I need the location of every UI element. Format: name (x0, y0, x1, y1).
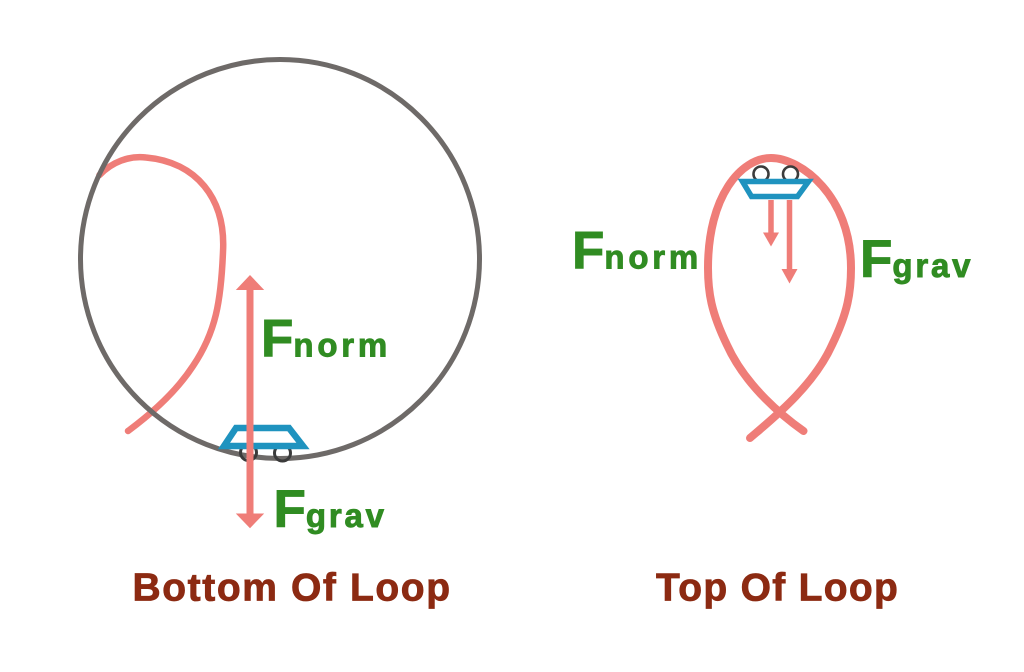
svg-text:Fgrav: Fgrav (274, 480, 387, 539)
svg-text:Bottom Of Loop: Bottom Of Loop (133, 567, 452, 610)
svg-text:Fnorm: Fnorm (572, 222, 702, 281)
svg-text:Fgrav: Fgrav (860, 230, 973, 289)
svg-text:Top Of Loop: Top Of Loop (656, 567, 899, 610)
svg-text:Fnorm: Fnorm (261, 310, 391, 369)
